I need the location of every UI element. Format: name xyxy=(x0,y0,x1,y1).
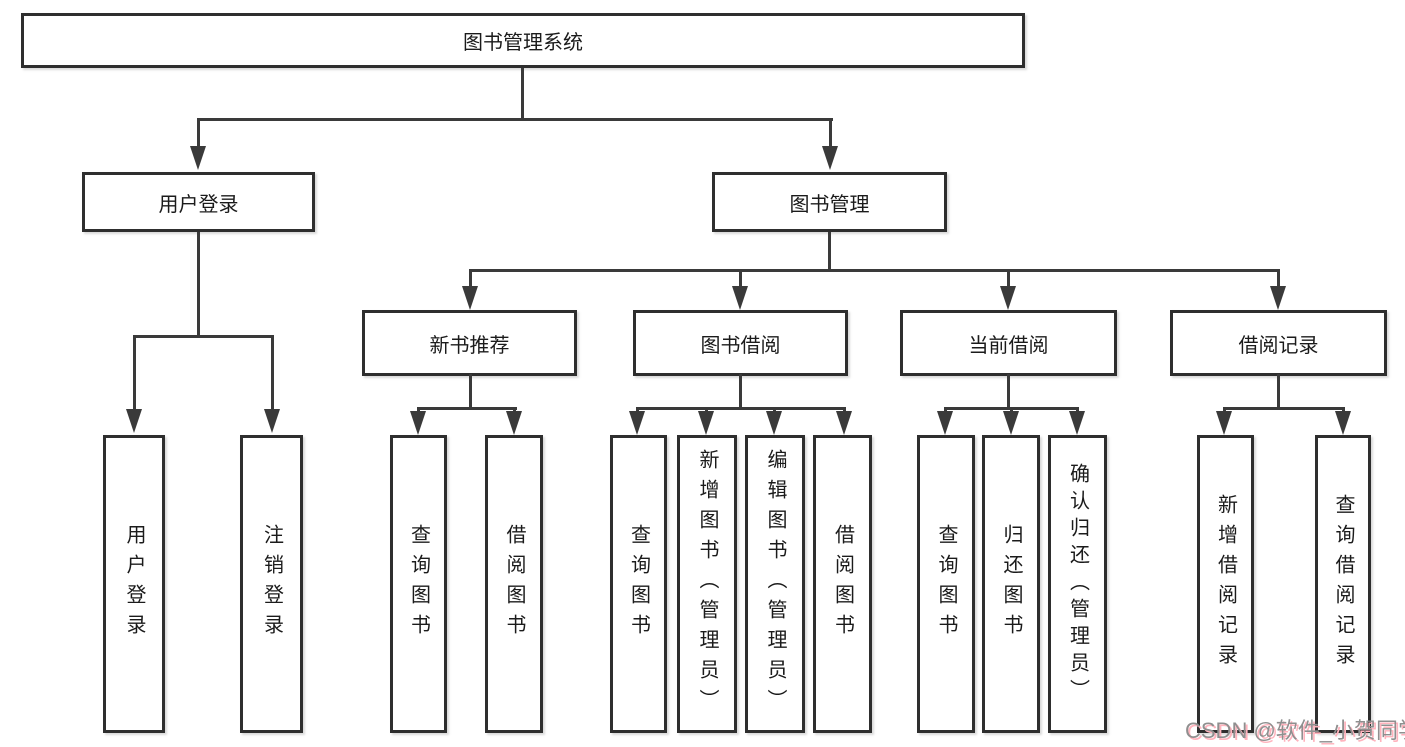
arrowhead-down-icon xyxy=(1003,411,1019,435)
leaf-query-books-borrow: 查询图书 xyxy=(610,435,667,733)
node-borrow-records: 借阅记录 xyxy=(1170,310,1387,376)
arrowhead-down-icon xyxy=(822,146,838,170)
node-root: 图书管理系统 xyxy=(21,13,1025,68)
arrowhead-down-icon xyxy=(766,411,782,435)
leaf-query-books-current-label: 查询图书 xyxy=(935,524,957,644)
leaf-logout-label: 注销登录 xyxy=(260,524,283,644)
arrowhead-down-icon xyxy=(264,409,280,433)
connector-v xyxy=(739,269,742,289)
node-borrow-records-label: 借阅记录 xyxy=(1238,334,1319,357)
connector-h xyxy=(417,407,517,410)
csdn-watermark: CSDN @软件_小贺同学 xyxy=(1185,718,1405,743)
connector-v xyxy=(1277,374,1280,410)
leaf-logout: 注销登录 xyxy=(240,435,303,733)
leaf-confirm-return-admin-label: 确认归还（管理员） xyxy=(1066,462,1089,706)
connector-v xyxy=(197,232,200,337)
connector-v xyxy=(469,374,472,410)
arrowhead-down-icon xyxy=(629,411,645,435)
leaf-borrow-books-label: 借阅图书 xyxy=(831,524,854,644)
leaf-borrow-books: 借阅图书 xyxy=(813,435,872,733)
leaf-query-books-borrow-label: 查询图书 xyxy=(627,524,650,644)
connector-v xyxy=(197,118,200,148)
leaf-add-book-admin: 新增图书（管理员） xyxy=(677,435,737,733)
arrowhead-down-icon xyxy=(126,409,142,433)
connector-h xyxy=(636,407,846,410)
leaf-query-borrow-record-label: 查询借阅记录 xyxy=(1332,494,1354,674)
connector-v xyxy=(521,68,524,120)
arrowhead-down-icon xyxy=(1335,411,1351,435)
arrowhead-down-icon xyxy=(732,286,748,310)
node-root-label: 图书管理系统 xyxy=(463,32,583,54)
arrowhead-down-icon xyxy=(506,411,522,435)
leaf-user-login: 用户登录 xyxy=(103,435,165,733)
node-book-borrow: 图书借阅 xyxy=(633,310,848,376)
leaf-query-books-recommend: 查询图书 xyxy=(390,435,447,733)
node-user-login-label: 用户登录 xyxy=(158,193,239,216)
leaf-borrow-books-recommend: 借阅图书 xyxy=(485,435,543,733)
arrowhead-down-icon xyxy=(410,411,426,435)
leaf-return-book: 归还图书 xyxy=(982,435,1040,733)
connector-h xyxy=(133,335,274,338)
leaf-add-borrow-record-label: 新增借阅记录 xyxy=(1214,494,1237,674)
leaf-add-borrow-record: 新增借阅记录 xyxy=(1197,435,1254,733)
connector-v xyxy=(829,118,832,148)
node-new-book-recommend: 新书推荐 xyxy=(362,310,577,376)
connector-v xyxy=(1007,374,1010,410)
leaf-edit-book-admin: 编辑图书（管理员） xyxy=(745,435,805,733)
leaf-borrow-books-recommend-label: 借阅图书 xyxy=(503,524,525,644)
arrowhead-down-icon xyxy=(1000,286,1016,310)
leaf-return-book-label: 归还图书 xyxy=(1000,524,1022,644)
leaf-query-borrow-record: 查询借阅记录 xyxy=(1315,435,1371,733)
connector-v xyxy=(133,335,136,411)
leaf-query-books-recommend-label: 查询图书 xyxy=(407,524,430,644)
node-current-borrow: 当前借阅 xyxy=(900,310,1117,376)
leaf-confirm-return-admin: 确认归还（管理员） xyxy=(1048,435,1107,733)
arrowhead-down-icon xyxy=(1069,411,1085,435)
connector-h xyxy=(197,118,833,121)
leaf-user-login-label: 用户登录 xyxy=(123,524,145,644)
connector-h xyxy=(469,269,1280,272)
node-new-book-recommend-label: 新书推荐 xyxy=(429,334,510,357)
arrowhead-down-icon xyxy=(836,411,852,435)
leaf-add-book-admin-label: 新增图书（管理员） xyxy=(696,449,718,719)
connector-v xyxy=(271,335,274,411)
arrowhead-down-icon xyxy=(698,411,714,435)
connector-h xyxy=(1223,407,1345,410)
connector-v xyxy=(1007,269,1010,289)
node-book-management: 图书管理 xyxy=(712,172,947,232)
node-current-borrow-label: 当前借阅 xyxy=(968,334,1049,357)
leaf-edit-book-admin-label: 编辑图书（管理员） xyxy=(764,449,786,719)
arrowhead-down-icon xyxy=(1270,286,1286,310)
arrowhead-down-icon xyxy=(1216,411,1232,435)
connector-v xyxy=(739,374,742,410)
leaf-query-books-current: 查询图书 xyxy=(917,435,975,733)
node-book-management-label: 图书管理 xyxy=(789,193,870,216)
connector-v xyxy=(469,269,472,289)
connector-v xyxy=(1277,269,1280,289)
arrowhead-down-icon xyxy=(937,411,953,435)
connector-v xyxy=(828,232,831,272)
arrowhead-down-icon xyxy=(462,286,478,310)
arrowhead-down-icon xyxy=(190,146,206,170)
node-book-borrow-label: 图书借阅 xyxy=(700,334,781,357)
node-user-login: 用户登录 xyxy=(82,172,315,232)
